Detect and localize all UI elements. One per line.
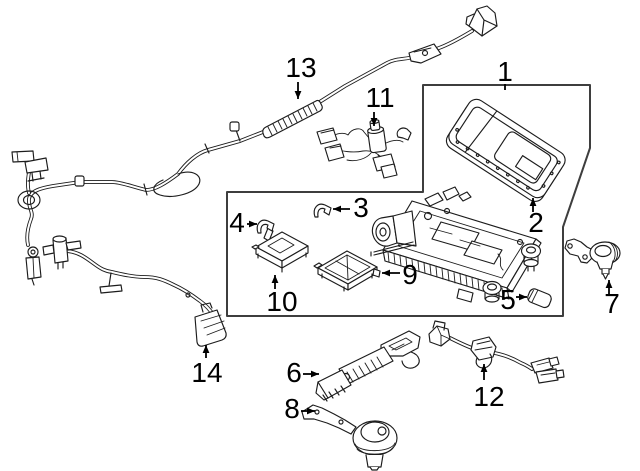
callout-number: 3 bbox=[353, 192, 369, 223]
callout-number: 12 bbox=[473, 381, 504, 412]
callout-number: 11 bbox=[365, 82, 394, 113]
callout-8[interactable]: 8 bbox=[284, 393, 315, 424]
callout-arrowhead bbox=[480, 364, 488, 372]
callout-12[interactable]: 12 bbox=[473, 364, 505, 412]
harness-bracket bbox=[408, 43, 442, 64]
callout-1[interactable]: 1 bbox=[497, 56, 513, 90]
callout-13[interactable]: 13 bbox=[285, 52, 317, 99]
clip-tick bbox=[204, 143, 210, 154]
callout-arrowhead bbox=[311, 370, 319, 378]
callout-arrowhead bbox=[519, 293, 527, 301]
callout-14[interactable]: 14 bbox=[191, 345, 223, 388]
callout-arrowhead bbox=[529, 198, 537, 206]
callout-number: 9 bbox=[402, 259, 418, 290]
callout-arrowhead bbox=[294, 91, 302, 99]
callout-arrowhead bbox=[333, 205, 341, 213]
harness-sleeve bbox=[262, 99, 323, 139]
callout-4[interactable]: 4 bbox=[229, 207, 257, 238]
junction-module-9[interactable] bbox=[313, 250, 381, 292]
jumper-harness-12[interactable] bbox=[428, 320, 565, 384]
callout-number: 10 bbox=[266, 286, 297, 317]
harness-connector-top bbox=[465, 5, 498, 37]
diagram-art bbox=[11, 5, 621, 471]
callout-number: 4 bbox=[229, 207, 245, 238]
clip-tick bbox=[74, 175, 85, 187]
callout-number: 6 bbox=[286, 357, 302, 388]
callout-arrowhead bbox=[605, 280, 613, 288]
support-bracket-6[interactable] bbox=[315, 330, 421, 402]
callout-2[interactable]: 2 bbox=[528, 198, 544, 238]
callout-number: 14 bbox=[191, 357, 222, 388]
callout-number: 8 bbox=[284, 393, 300, 424]
cable-valve-fitting bbox=[42, 235, 82, 270]
callout-number: 5 bbox=[500, 284, 516, 315]
callout-number: 7 bbox=[604, 288, 620, 319]
battery-tray-assembly[interactable] bbox=[370, 186, 542, 303]
capacitor-harness-11[interactable] bbox=[316, 119, 412, 179]
jumper-connectors-right bbox=[530, 356, 565, 384]
callout-9[interactable]: 9 bbox=[382, 259, 418, 290]
callout-arrowhead bbox=[202, 345, 210, 353]
mount-bracket-8[interactable] bbox=[301, 404, 398, 471]
callout-3[interactable]: 3 bbox=[333, 192, 369, 223]
callout-arrowhead bbox=[370, 118, 378, 126]
tray-rod bbox=[370, 241, 415, 257]
wire-harness-13[interactable] bbox=[11, 5, 498, 286]
battery-cable-14[interactable] bbox=[42, 235, 227, 347]
capacitor-cylinder bbox=[367, 119, 387, 154]
control-module-10[interactable] bbox=[251, 227, 309, 273]
plug-5[interactable] bbox=[526, 287, 553, 309]
callout-arrowhead bbox=[271, 275, 279, 283]
callout-number: 2 bbox=[528, 207, 544, 238]
callout-arrowhead bbox=[249, 220, 257, 228]
jumper-connector-left bbox=[428, 320, 451, 347]
clip-4[interactable] bbox=[256, 219, 275, 234]
clip-tick bbox=[143, 183, 148, 196]
jumper-mid-bracket bbox=[470, 336, 497, 369]
callout-6[interactable]: 6 bbox=[286, 357, 319, 388]
callout-7[interactable]: 7 bbox=[604, 280, 620, 319]
tray-bushing-bottom bbox=[482, 280, 502, 303]
harness-left-end bbox=[11, 150, 49, 286]
callout-number: 1 bbox=[497, 56, 513, 87]
callout-11[interactable]: 11 bbox=[365, 82, 395, 126]
mount-bracket-7[interactable] bbox=[564, 238, 621, 280]
cable-end-connector bbox=[194, 302, 227, 347]
callout-arrowhead bbox=[382, 269, 390, 277]
callout-arrowhead bbox=[307, 407, 315, 415]
tray-left-bracket bbox=[371, 210, 417, 247]
clip-3[interactable] bbox=[313, 203, 332, 218]
parts-group-box bbox=[226, 84, 591, 317]
callout-number: 13 bbox=[285, 52, 316, 83]
tray-bushing-right bbox=[520, 243, 542, 272]
battery-cover-2[interactable] bbox=[443, 96, 569, 205]
callout-5[interactable]: 5 bbox=[500, 284, 527, 315]
callout-10[interactable]: 10 bbox=[266, 275, 298, 317]
